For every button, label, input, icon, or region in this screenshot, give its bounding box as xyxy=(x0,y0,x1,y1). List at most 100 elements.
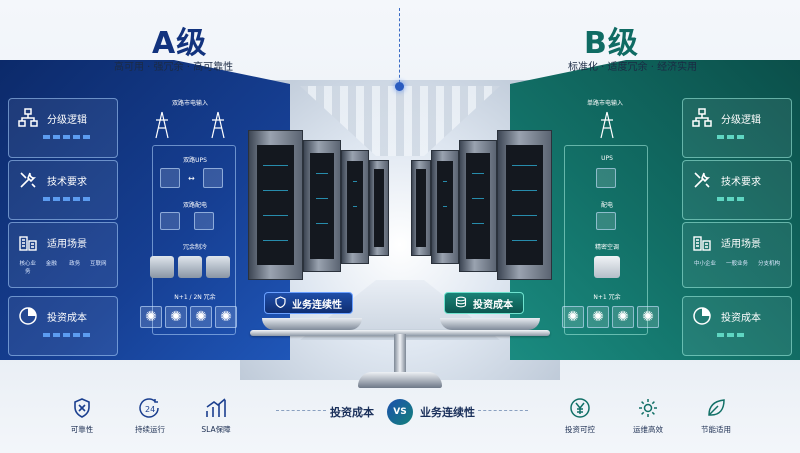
scenario-tag: 政务 xyxy=(69,261,81,267)
b-flow-cooling-label: 精密空调 xyxy=(594,244,619,251)
pdu-icon xyxy=(160,212,180,230)
fan-icon: ✺ xyxy=(637,306,659,328)
cooling-units xyxy=(150,256,230,278)
rating-dots xyxy=(43,135,109,139)
feature-continuous: 24 持续运行 xyxy=(120,396,180,435)
b-card-cost[interactable]: 投资成本 xyxy=(682,296,792,356)
chiller-icon xyxy=(178,256,202,278)
fan-icon: ✺ xyxy=(165,306,187,328)
card-label: 技术要求 xyxy=(721,176,761,188)
leaf-icon xyxy=(703,396,729,420)
b-card-scenario[interactable]: 适用场景 中小企业 一般业务 分支机构 xyxy=(682,222,792,288)
bar-growth-icon xyxy=(203,396,229,420)
feature-label: 运维高效 xyxy=(633,425,663,434)
a-card-tech[interactable]: 技术要求 xyxy=(8,160,118,220)
balance-pan-left xyxy=(262,318,362,330)
a-card-scenario[interactable]: 适用场景 核心业务 金融 政务 互联网 xyxy=(8,222,118,288)
server-rack xyxy=(411,160,431,256)
power-tower-icon xyxy=(595,110,619,144)
balance-pillar xyxy=(394,334,406,378)
badge-label: 业务连续性 xyxy=(292,299,342,311)
yen-icon xyxy=(567,396,593,420)
rating-dots xyxy=(43,333,109,337)
pdu-units xyxy=(160,212,214,230)
ups-icon xyxy=(596,168,616,188)
feature-cost-control: 投资可控 xyxy=(550,396,610,435)
investment-cost-badge: 投资成本 xyxy=(444,292,524,314)
server-rack xyxy=(341,150,369,264)
a-flow-fans-label: N+1 / 2N 冗余 xyxy=(174,294,216,301)
scenario-tag: 金融 xyxy=(45,261,57,267)
b-card-tech[interactable]: 技术要求 xyxy=(682,160,792,220)
b-tier-subtitle: 标准化 · 适度冗余 · 经济实用 xyxy=(568,62,698,73)
fan-icon: ✺ xyxy=(562,306,584,328)
scenario-tag: 中小企业 xyxy=(693,261,716,267)
feature-energy-saving: 节能适用 xyxy=(686,396,746,435)
business-continuity-badge: 业务连续性 xyxy=(264,292,353,314)
b-flow-pdu-label: 配电 xyxy=(600,202,613,209)
a-card-cost[interactable]: 投资成本 xyxy=(8,296,118,356)
gear-icon xyxy=(635,396,661,420)
feature-reliability: 可靠性 xyxy=(52,396,112,435)
power-tower-icon xyxy=(150,110,230,144)
rating-dots xyxy=(717,135,783,139)
coins-icon xyxy=(455,296,467,311)
shield-icon xyxy=(275,295,286,311)
card-label: 适用场景 xyxy=(47,238,87,250)
ups-icon xyxy=(202,168,223,188)
scenario-tag: 分支机构 xyxy=(757,261,780,267)
a-flow-connector xyxy=(152,145,236,335)
card-label: 分级逻辑 xyxy=(721,114,761,126)
compare-left-label: 投资成本 xyxy=(330,406,374,419)
b-flow-connector xyxy=(564,145,648,335)
balance-beam xyxy=(250,330,550,336)
b-card-hierarchy[interactable]: 分级逻辑 xyxy=(682,98,792,158)
a-flow-pdu-label: 双路配电 xyxy=(182,202,207,209)
feature-label: SLA保障 xyxy=(201,425,231,434)
feature-label: 可靠性 xyxy=(70,425,94,434)
pdu-icon xyxy=(596,212,616,230)
fan-icon: ✺ xyxy=(215,306,237,328)
server-rack xyxy=(497,130,552,280)
fan-icon: ✺ xyxy=(587,306,609,328)
a-tier-panel xyxy=(0,60,290,360)
buildings-icon xyxy=(17,231,39,253)
card-label: 投资成本 xyxy=(721,312,761,324)
a-tier-title: A级 xyxy=(152,26,208,61)
a-card-hierarchy[interactable]: 分级逻辑 xyxy=(8,98,118,158)
server-rack xyxy=(369,160,389,256)
feature-label: 投资可控 xyxy=(565,425,595,434)
feature-label: 节能适用 xyxy=(701,425,731,434)
divider-dot xyxy=(395,82,404,91)
scenario-tag: 互联网 xyxy=(89,261,107,267)
tools-icon xyxy=(17,169,39,191)
svg-text:24: 24 xyxy=(145,405,155,414)
chiller-icon xyxy=(150,256,174,278)
b-flow-input-label: 单路市电输入 xyxy=(586,100,623,107)
server-rack xyxy=(431,150,459,264)
hierarchy-icon xyxy=(17,107,39,129)
b-tier-title: B级 xyxy=(584,26,639,61)
fan-icon: ✺ xyxy=(140,306,162,328)
rating-dots xyxy=(717,333,783,337)
a-tier-subtitle: 高可用 · 强冗余 · 高可靠性 xyxy=(114,62,234,73)
card-label: 投资成本 xyxy=(47,312,87,324)
card-label: 技术要求 xyxy=(47,176,87,188)
feature-label: 持续运行 xyxy=(135,425,165,434)
b-tier-panel xyxy=(510,60,800,360)
a-flow-cooling-label: 冗余制冷 xyxy=(182,244,207,251)
fan-icon: ✺ xyxy=(190,306,212,328)
vs-badge: VS xyxy=(387,399,413,425)
tools-icon xyxy=(691,169,713,191)
feature-ops-efficiency: 运维高效 xyxy=(618,396,678,435)
pie-chart-icon xyxy=(691,305,713,327)
card-label: 适用场景 xyxy=(721,238,761,250)
server-rack xyxy=(248,130,303,280)
card-label: 分级逻辑 xyxy=(47,114,87,126)
b-flow-ups-label: UPS xyxy=(601,155,613,162)
shield-x-icon xyxy=(69,396,95,420)
compare-right-label: 业务连续性 xyxy=(420,406,475,419)
buildings-icon xyxy=(691,231,713,253)
ups-icon xyxy=(160,168,180,188)
